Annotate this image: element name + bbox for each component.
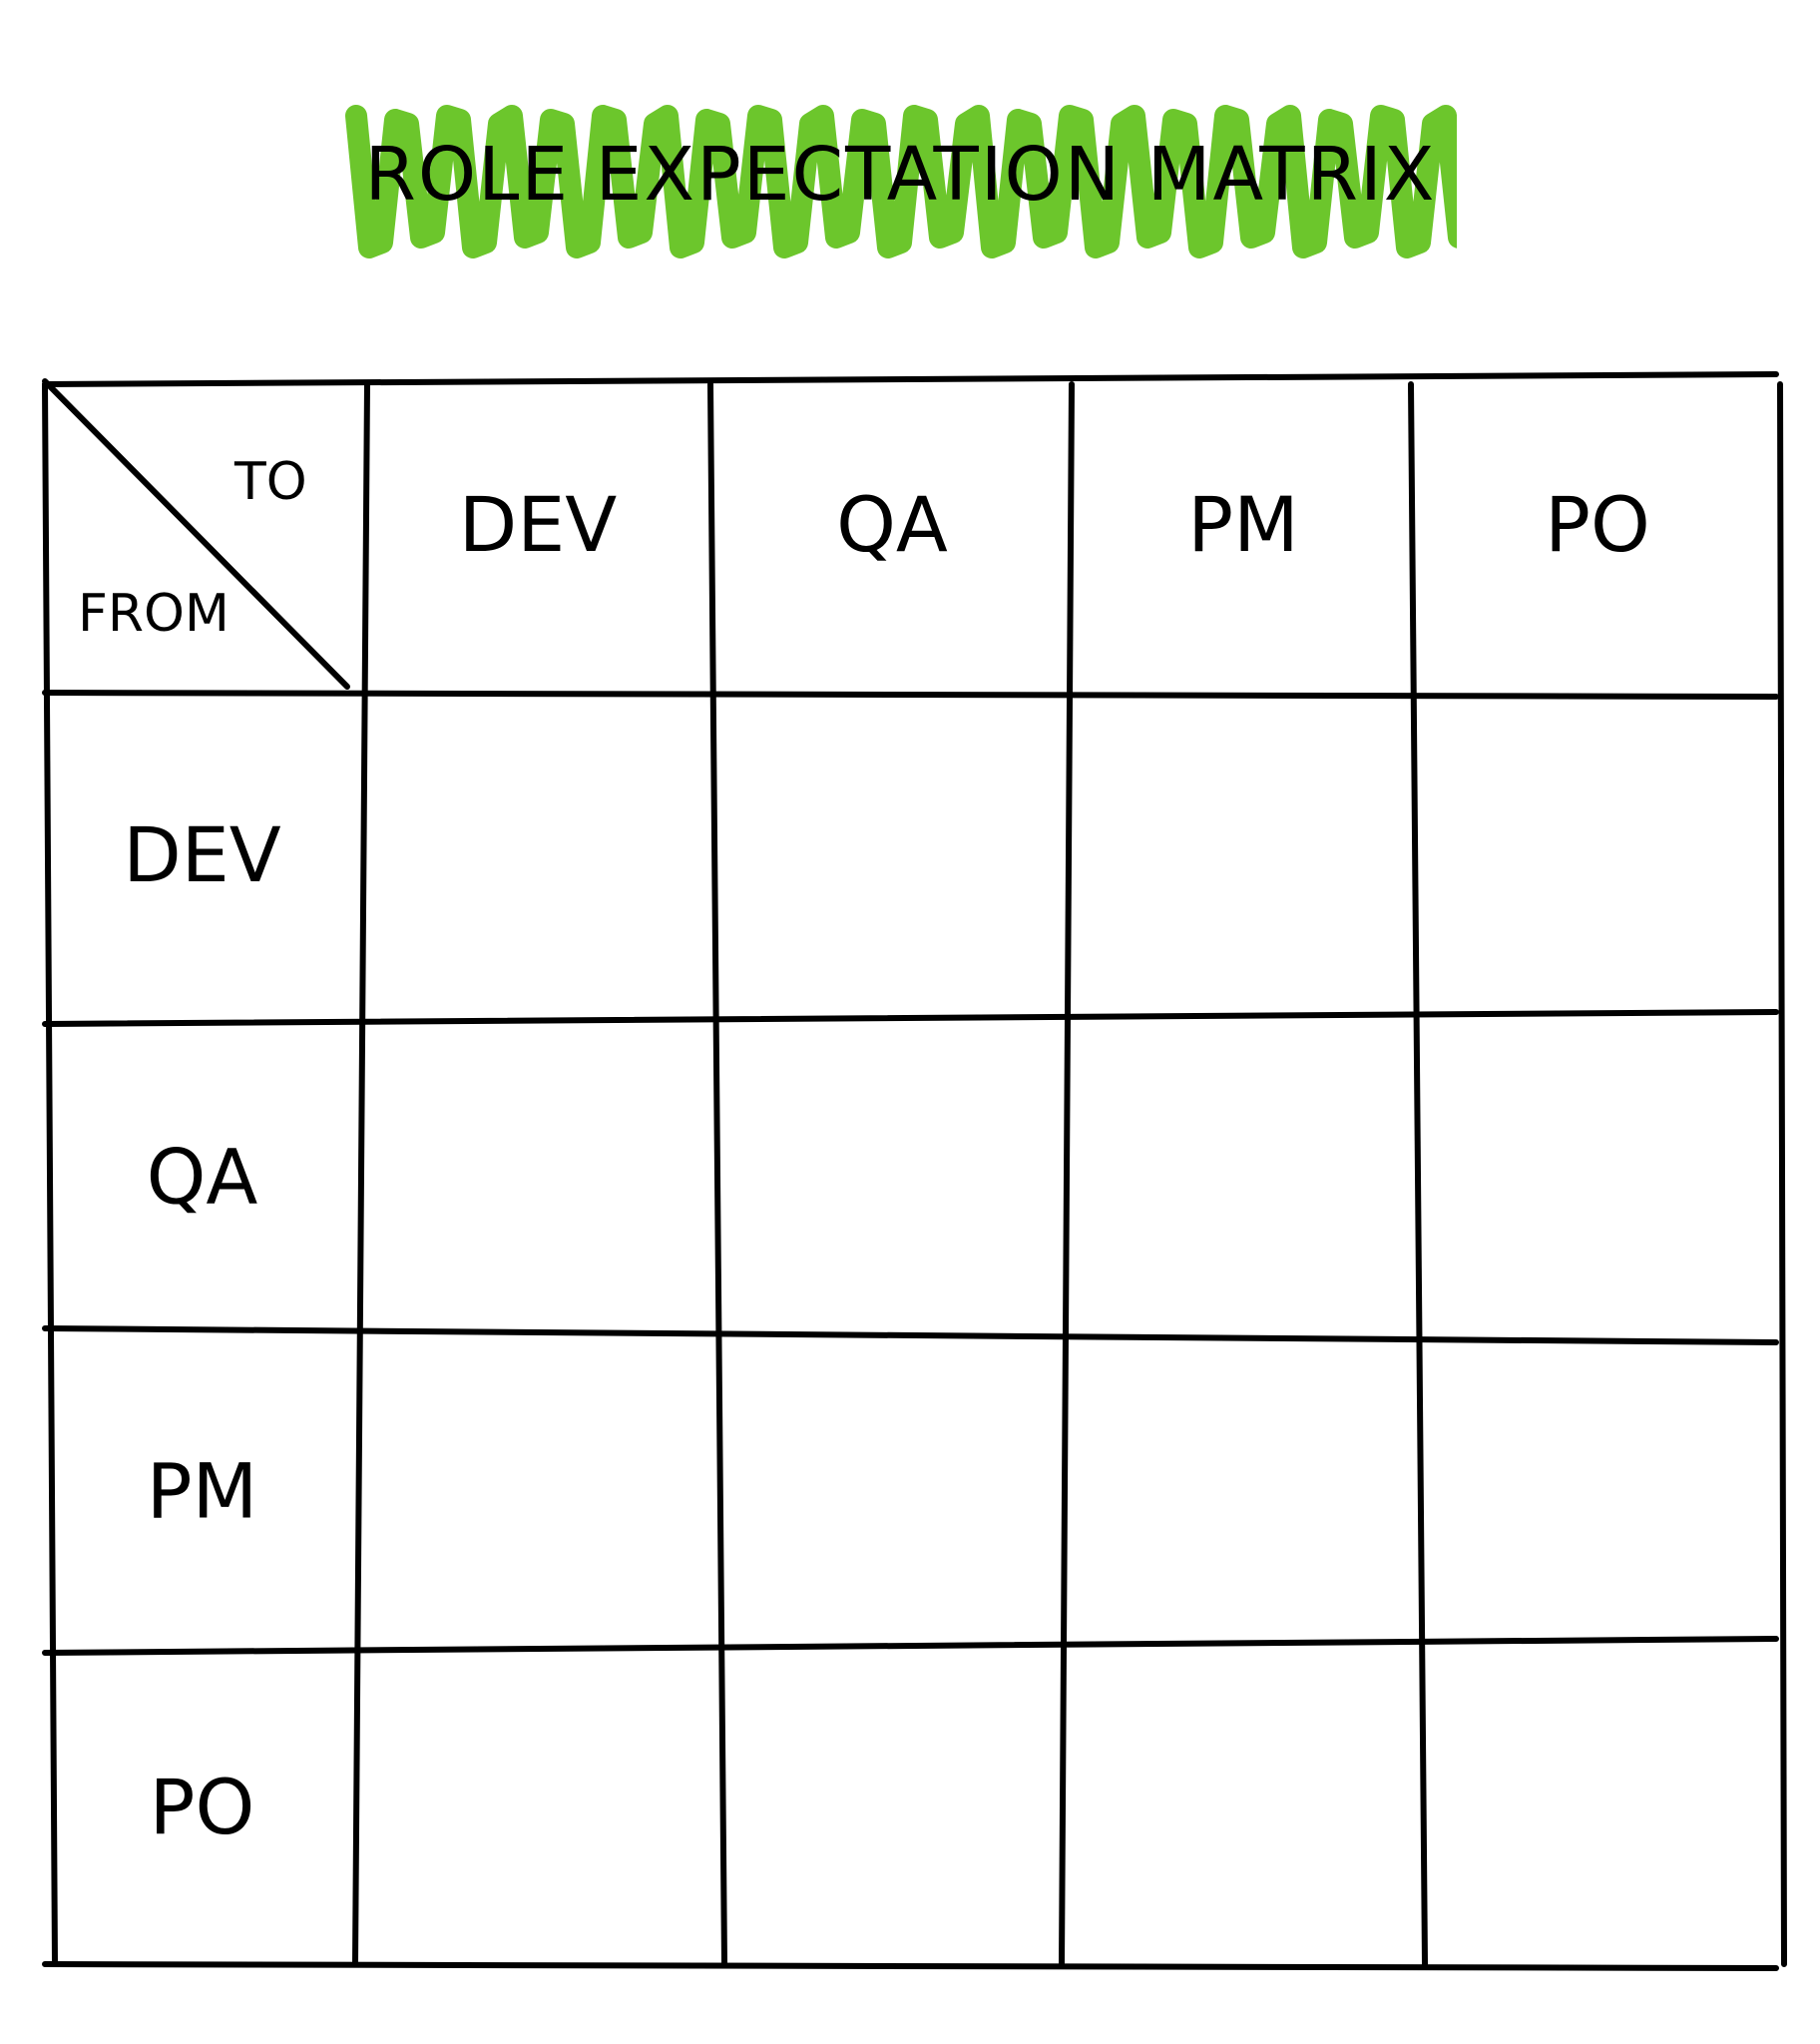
matrix-grid xyxy=(42,371,1787,1971)
grid-vertical-line xyxy=(1408,381,1428,1967)
grid-horizontal-line xyxy=(42,1636,1779,1656)
grid-horizontal-line xyxy=(42,371,1779,387)
corner-diagonal xyxy=(42,378,350,690)
grid-vertical-line xyxy=(707,381,727,1967)
grid-horizontal-line xyxy=(42,690,1779,700)
grid-vertical-line xyxy=(42,381,58,1967)
corner-to-label: TO xyxy=(233,452,307,512)
grid-vertical-line xyxy=(352,381,370,1967)
row-header-po: PO xyxy=(150,1763,255,1851)
corner-from-label: FROM xyxy=(78,584,229,644)
column-header-qa: QA xyxy=(836,480,948,569)
page-title: ROLE EXPECTATION MATRIX xyxy=(364,132,1437,218)
title-banner: ROLE EXPECTATION MATRIX xyxy=(344,98,1457,267)
grid-horizontal-line xyxy=(42,1009,1779,1027)
row-header-pm: PM xyxy=(147,1447,257,1536)
column-header-dev: DEV xyxy=(459,480,618,569)
highlighter-scribble xyxy=(345,105,1457,258)
grid-horizontal-line xyxy=(42,1325,1779,1345)
column-header-po: PO xyxy=(1545,480,1650,569)
grid-horizontal-line xyxy=(42,1961,1779,1971)
row-header-qa: QA xyxy=(147,1133,258,1222)
grid-vertical-line xyxy=(1059,381,1075,1967)
highlighter-stroke xyxy=(345,105,1457,258)
row-header-dev: DEV xyxy=(123,810,281,899)
grid-vertical-line xyxy=(1777,381,1787,1967)
column-header-pm: PM xyxy=(1187,480,1298,569)
